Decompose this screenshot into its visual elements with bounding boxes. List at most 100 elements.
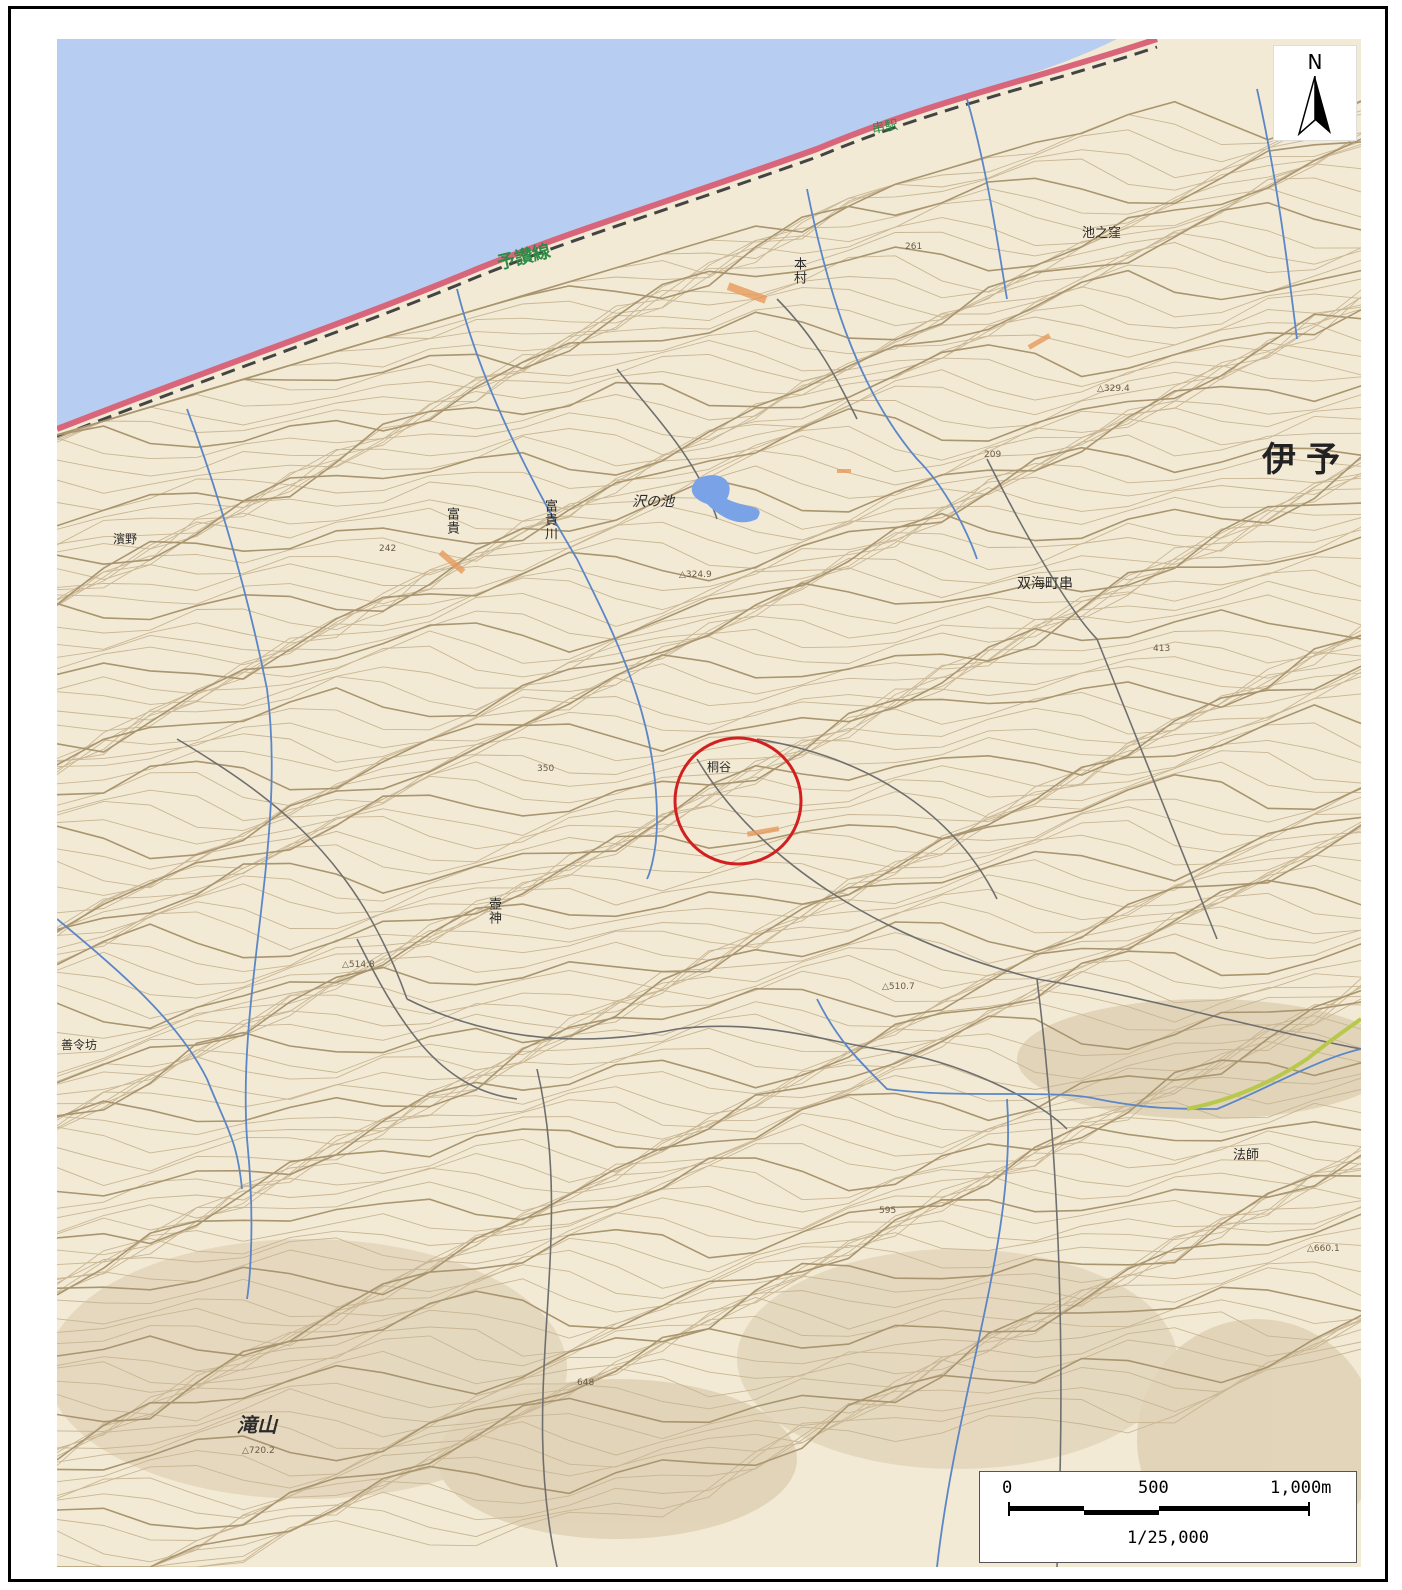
elevation-label: △660.1 bbox=[1307, 1244, 1340, 1254]
map-canvas bbox=[57, 39, 1361, 1567]
elevation-label: △514.8 bbox=[342, 960, 375, 970]
index-contour bbox=[57, 141, 1361, 436]
contour bbox=[57, 970, 1361, 1219]
index-contour bbox=[57, 665, 1361, 931]
contour bbox=[57, 739, 1361, 986]
elevation-label: 261 bbox=[905, 242, 923, 252]
contour bbox=[57, 830, 1361, 1085]
contour bbox=[57, 163, 1361, 443]
contour bbox=[57, 671, 1361, 949]
contour bbox=[57, 996, 1361, 1235]
index-contour bbox=[57, 1213, 1361, 1471]
elevation-label: △720.2 bbox=[242, 1446, 275, 1456]
contour bbox=[57, 1200, 1361, 1451]
index-contour bbox=[57, 446, 1361, 680]
index-contour bbox=[57, 269, 1361, 527]
label-sawanoike: 沢の池 bbox=[632, 494, 674, 510]
contour bbox=[57, 854, 1361, 1127]
label-tomiki: 富貴 bbox=[444, 507, 459, 535]
label-kiriya: 桐谷 bbox=[707, 760, 732, 774]
contour bbox=[57, 630, 1361, 914]
contour bbox=[57, 1162, 1361, 1415]
north-label: N bbox=[1307, 50, 1323, 74]
contour bbox=[57, 786, 1361, 1055]
contour bbox=[57, 458, 1361, 763]
contour bbox=[57, 351, 1361, 591]
contour bbox=[57, 693, 1361, 964]
index-contour bbox=[57, 1059, 1361, 1296]
contour bbox=[57, 304, 1361, 607]
coast-road bbox=[57, 39, 1158, 432]
contour bbox=[57, 750, 1361, 999]
label-hoshi: 法師 bbox=[1233, 1148, 1260, 1163]
contour bbox=[57, 1261, 1361, 1511]
contour bbox=[57, 475, 1361, 721]
elevation-label: △329.4 bbox=[1097, 384, 1130, 394]
index-contour bbox=[57, 773, 1361, 1030]
elevation-label: 242 bbox=[379, 544, 397, 554]
index-contour bbox=[57, 313, 1361, 606]
contour bbox=[57, 556, 1361, 807]
index-contour bbox=[57, 989, 1361, 1296]
index-contour bbox=[57, 1154, 1361, 1423]
index-contour bbox=[57, 456, 1361, 753]
contour bbox=[57, 672, 1361, 931]
elevation-label: △510.7 bbox=[882, 982, 915, 992]
contour bbox=[57, 1015, 1361, 1285]
contour bbox=[57, 933, 1361, 1186]
contour bbox=[57, 477, 1361, 775]
contour bbox=[57, 676, 1361, 955]
label-takiyama: 滝山 bbox=[237, 1413, 277, 1437]
contour bbox=[57, 1206, 1361, 1463]
contour bbox=[57, 406, 1361, 650]
contour bbox=[57, 278, 1361, 530]
contour bbox=[57, 580, 1361, 832]
label-futami: 双海町串 bbox=[1017, 576, 1073, 592]
contour bbox=[57, 796, 1361, 1074]
index-contour bbox=[57, 201, 1361, 449]
elevation-label: 648 bbox=[577, 1378, 595, 1388]
contour bbox=[57, 984, 1361, 1266]
contour bbox=[57, 177, 1361, 441]
index-contour bbox=[57, 609, 1361, 860]
contour bbox=[57, 842, 1361, 1129]
elevation-label: 413 bbox=[1153, 644, 1171, 654]
elevation-label: △324.9 bbox=[679, 570, 712, 580]
contour bbox=[57, 827, 1361, 1105]
contour bbox=[57, 1319, 1361, 1567]
contour bbox=[57, 651, 1361, 934]
roads bbox=[176, 298, 1361, 1567]
index-contour bbox=[57, 138, 1361, 436]
scale-bar bbox=[1008, 1502, 1310, 1516]
contour bbox=[57, 1149, 1361, 1449]
contour bbox=[57, 462, 1361, 770]
contour bbox=[57, 985, 1361, 1233]
contour bbox=[57, 1168, 1361, 1466]
topographic-map[interactable]: 予讃線 串駅 本村 池之窪 伊予 双海町串 沢の池 富貴川 富貴 濱野 桐谷 壺… bbox=[57, 39, 1361, 1567]
contour bbox=[57, 308, 1361, 553]
scale-ratio: 1/25,000 bbox=[1127, 1528, 1209, 1548]
rivers bbox=[57, 88, 1361, 1567]
label-zenryobo: 善令坊 bbox=[61, 1038, 98, 1052]
scale-tick-mid: 500 bbox=[1138, 1478, 1169, 1498]
contour bbox=[57, 668, 1361, 936]
contour bbox=[57, 864, 1361, 1121]
contour bbox=[57, 415, 1361, 658]
contour bbox=[57, 289, 1361, 601]
municipal-boundary bbox=[1186, 1017, 1361, 1111]
label-hamano: 濱野 bbox=[113, 532, 138, 546]
elevation-label: 595 bbox=[879, 1206, 897, 1216]
index-contour bbox=[57, 309, 1361, 566]
contour bbox=[57, 472, 1361, 732]
north-arrow: N bbox=[1273, 45, 1357, 141]
scale-bar-box: 0 500 1,000m 1/25,000 bbox=[979, 1471, 1357, 1563]
index-contour bbox=[57, 536, 1361, 796]
contour bbox=[57, 635, 1361, 889]
contour bbox=[57, 1241, 1361, 1497]
sea bbox=[57, 39, 1117, 429]
contour bbox=[57, 517, 1361, 761]
contour bbox=[57, 625, 1361, 896]
contour bbox=[57, 906, 1361, 1154]
scale-tick-end: 1,000m bbox=[1270, 1478, 1332, 1498]
contour bbox=[57, 432, 1361, 670]
